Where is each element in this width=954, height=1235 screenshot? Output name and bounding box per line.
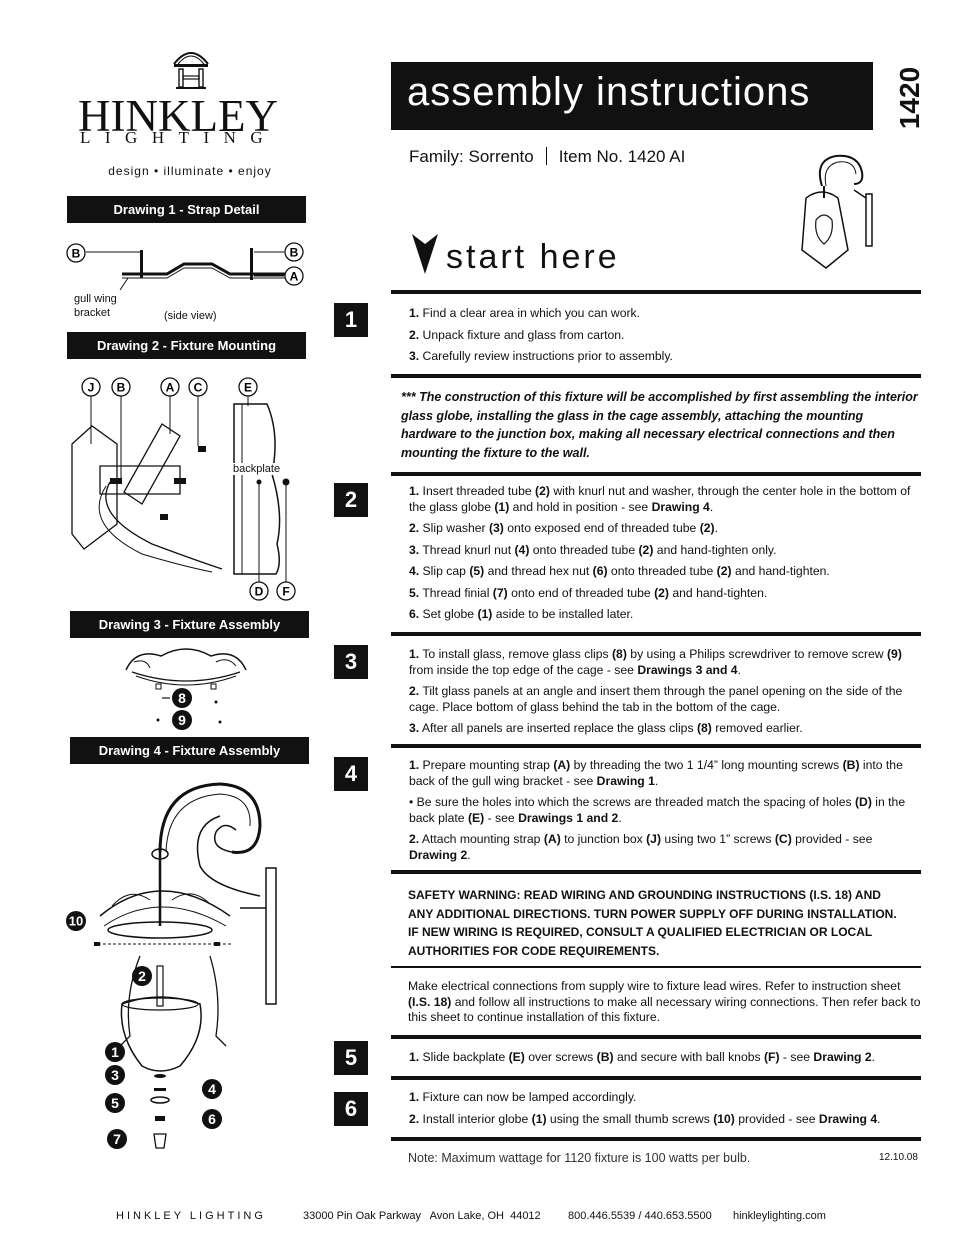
d4-callout-2: 2 <box>138 968 146 984</box>
item-number: Item No. 1420 AI <box>558 147 686 166</box>
d4-callout-3: 3 <box>111 1067 119 1083</box>
footer-website[interactable]: hinkleylighting.com <box>733 1210 826 1222</box>
d1-callout-a: A <box>290 270 299 284</box>
step-4-number: 4 <box>334 757 368 791</box>
d2-callout-d: D <box>255 585 264 599</box>
drawing-3-label: Drawing 3 - Fixture Assembly <box>70 611 309 638</box>
revision-date: 12.10.08 <box>879 1152 918 1163</box>
footer-address: 33000 Pin Oak Parkway Avon Lake, OH 4401… <box>303 1210 541 1222</box>
step-4-text: 1. Prepare mounting strap (A) by threadi… <box>409 758 921 863</box>
d1-callout-b: B <box>72 247 81 261</box>
drawing-4-label: Drawing 4 - Fixture Assembly <box>70 737 309 764</box>
instruction-line: • Be sure the holes into which the screw… <box>409 795 906 825</box>
step-1-number: 1 <box>334 303 368 337</box>
bracket-text: bracket <box>74 307 111 319</box>
brand-tagline: design • illuminate • enjoy <box>108 164 272 178</box>
gull-wing-text: gull wing <box>74 293 117 305</box>
instruction-line: 1. To install glass, remove glass clips … <box>409 647 902 677</box>
d1-callout-b2: B <box>290 246 299 260</box>
d4-callout-10: 10 <box>69 914 83 929</box>
construction-note: *** The construction of this fixture wil… <box>401 390 918 460</box>
d4-callout-5: 5 <box>111 1095 119 1111</box>
footer-phone: 800.446.5539 / 440.653.5500 <box>568 1210 712 1222</box>
d4-callout-7: 7 <box>113 1131 121 1147</box>
side-view-label: (side view) <box>164 310 217 322</box>
backplate-label: backplate <box>233 463 281 475</box>
gull-wing-label: gull wing bracket <box>74 292 117 320</box>
d4-callout-1: 1 <box>111 1044 119 1060</box>
step-6-text: 1. Fixture can now be lamped accordingly… <box>409 1090 921 1127</box>
instruction-line: 1. Fixture can now be lamped accordingly… <box>409 1090 637 1104</box>
instruction-line: 3. After all panels are inserted replace… <box>409 721 803 735</box>
step-3-rule <box>391 632 921 636</box>
drawing-2-fixture-mounting: J B A C E D F <box>71 377 296 601</box>
fixture-thumbnail-image <box>801 154 873 269</box>
drawing-3-fixture-assembly: 8 9 <box>125 648 247 730</box>
bottom-rule <box>391 1137 921 1141</box>
start-here-heading: start here <box>446 238 620 276</box>
wattage-note: Note: Maximum wattage for 1120 fixture i… <box>408 1151 751 1165</box>
step-6-rule <box>391 1076 921 1080</box>
brand-sub: LIGHTING <box>80 128 278 147</box>
d3-callout-9: 9 <box>178 712 186 728</box>
instruction-line: 2. Attach mounting strap (A) to junction… <box>409 832 873 862</box>
start-arrow-icon <box>412 234 438 274</box>
electrical-instructions: Make electrical connections from supply … <box>408 979 922 1026</box>
d4-callout-6: 6 <box>208 1111 216 1127</box>
footer-company: HINKLEY LIGHTING <box>116 1210 266 1222</box>
step-3-number: 3 <box>334 645 368 679</box>
family-line: Family: Sorrento Item No. 1420 AI <box>409 147 685 167</box>
d2-callout-f: F <box>282 585 289 599</box>
step-5-rule <box>391 1035 921 1039</box>
hinkley-logo-icon <box>173 52 209 89</box>
drawing-1-label: Drawing 1 - Strap Detail <box>67 196 306 223</box>
drawing-1-strap-detail: B B A <box>66 242 304 291</box>
instruction-line: 2. Tilt glass panels at an angle and ins… <box>409 684 903 714</box>
instruction-line: 2. Slip washer (3) onto exposed end of t… <box>409 521 718 535</box>
brand-name: HINKLEY <box>78 91 278 141</box>
instruction-line: 1. Prepare mounting strap (A) by threadi… <box>409 758 903 788</box>
step-5-number: 5 <box>334 1041 368 1075</box>
step-3-text: 1. To install glass, remove glass clips … <box>409 647 921 737</box>
step-2-text: 1. Insert threaded tube (2) with knurl n… <box>409 484 921 623</box>
instruction-line: 4. Slip cap (5) and thread hex nut (6) o… <box>409 564 830 578</box>
d2-callout-e: E <box>244 381 252 395</box>
step-2-rule <box>391 472 921 476</box>
instruction-line: 3. Thread knurl nut (4) onto threaded tu… <box>409 542 777 557</box>
page-title: assembly instructions <box>391 62 873 130</box>
item-number-vertical: 1420 <box>894 66 925 130</box>
warning-divider <box>391 966 921 968</box>
step-2-number: 2 <box>334 483 368 517</box>
note-rule <box>391 374 921 378</box>
step-4-rule <box>391 744 921 748</box>
d2-callout-a: A <box>166 381 175 395</box>
d2-callout-j: J <box>88 381 95 395</box>
step-5-text: 1. Slide backplate (E) over screws (B) a… <box>409 1050 921 1066</box>
d2-callout-b: B <box>117 381 126 395</box>
safety-warning: SAFETY WARNING: READ WIRING AND GROUNDIN… <box>408 888 897 958</box>
step-1-text: 1. Find a clear area in which you can wo… <box>409 306 673 363</box>
drawing-2-label: Drawing 2 - Fixture Mounting <box>67 332 306 359</box>
instruction-line: Make electrical connections from supply … <box>408 979 921 1024</box>
step-6-number: 6 <box>334 1092 368 1126</box>
warning-rule <box>391 870 921 874</box>
instruction-line: 2. Install interior globe (1) using the … <box>409 1111 881 1126</box>
step-1-rule <box>391 290 921 294</box>
instruction-line: 6. Set globe (1) aside to be installed l… <box>409 607 634 621</box>
d4-callout-4: 4 <box>208 1081 216 1097</box>
instruction-line: 1. Slide backplate (E) over screws (B) a… <box>409 1050 876 1064</box>
instruction-line: 1. Insert threaded tube (2) with knurl n… <box>409 484 911 514</box>
d3-callout-8: 8 <box>178 690 186 706</box>
d2-callout-c: C <box>194 381 203 395</box>
instruction-line: 5. Thread finial (7) onto end of threade… <box>409 585 768 600</box>
drawing-4-fixture-assembly: 10 2 1 3 4 5 6 7 <box>66 782 277 1149</box>
family-name: Family: Sorrento <box>409 147 534 166</box>
